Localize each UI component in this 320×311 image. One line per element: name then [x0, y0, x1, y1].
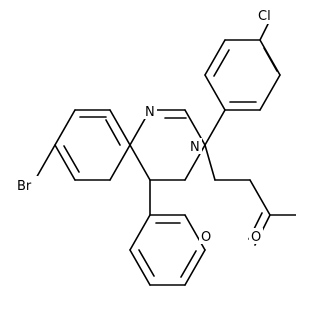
molecule-structure-diagram: Cl Br N N O O: [16, 6, 296, 286]
bromine-label: Br: [17, 179, 32, 194]
substituted-nitrogen-label: N: [190, 140, 200, 155]
chlorophenyl-ring: [204, 23, 281, 146]
phenyl-ring: [129, 179, 206, 286]
benzo-ring: [54, 109, 131, 181]
ester-side-chain: [204, 144, 296, 246]
ester-oxygen-label: O: [251, 230, 261, 245]
atom-labels: Cl Br N N O O: [16, 6, 280, 245]
carbonyl-oxygen-label: O: [201, 230, 211, 245]
c-br-bond: [34, 144, 56, 181]
chlorine-label: Cl: [258, 9, 271, 24]
ring-nitrogen-label: N: [145, 105, 155, 120]
